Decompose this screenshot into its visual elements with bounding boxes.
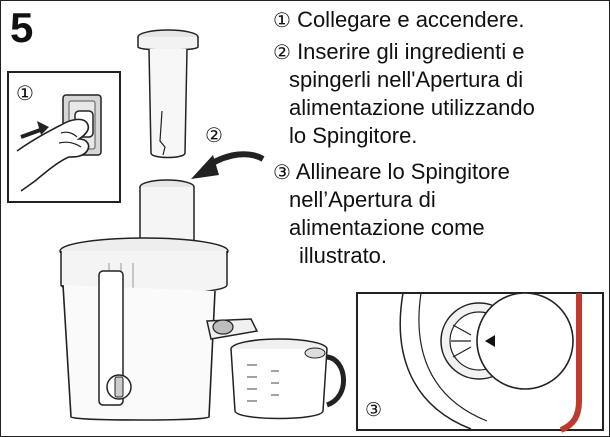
instruction-2-line-b: spingerli nell'Apertura di	[289, 67, 524, 92]
instruction-2-line-c: alimentazione utilizzando	[289, 95, 535, 120]
curved-arrow	[191, 151, 265, 179]
instruction-3: ③ Allineare lo Spingitore	[273, 159, 510, 186]
instruction-1-text: Collegare e accendere.	[297, 7, 525, 32]
marker-1: ①	[273, 10, 291, 32]
instruction-2-line-a: Inserire gli ingredienti e	[297, 39, 525, 64]
marker-2: ②	[273, 42, 291, 64]
juicer	[59, 179, 259, 421]
inset-1-label: ①	[16, 81, 34, 105]
instruction-2: ② Inserire gli ingredienti e	[273, 39, 525, 66]
pusher-callout-label: ②	[205, 123, 223, 147]
instruction-3-line-d: illustrato.	[299, 243, 388, 268]
juice-jug	[230, 338, 346, 420]
instruction-3-line-a: Allineare lo Spingitore	[295, 159, 510, 184]
plug-inset	[7, 71, 121, 203]
instruction-3-line-b: nell’Apertura di	[289, 187, 436, 212]
food-pusher	[137, 29, 199, 159]
alignment-inset	[356, 292, 604, 433]
step-number: 5	[10, 4, 34, 51]
inset-3-label: ③	[365, 400, 383, 421]
instruction-3-line-c: alimentazione come	[289, 215, 485, 240]
instruction-2-line-d: lo Spingitore.	[289, 123, 418, 148]
marker-3: ③	[273, 162, 291, 184]
instruction-1: ① Collegare e accendere.	[273, 7, 525, 34]
